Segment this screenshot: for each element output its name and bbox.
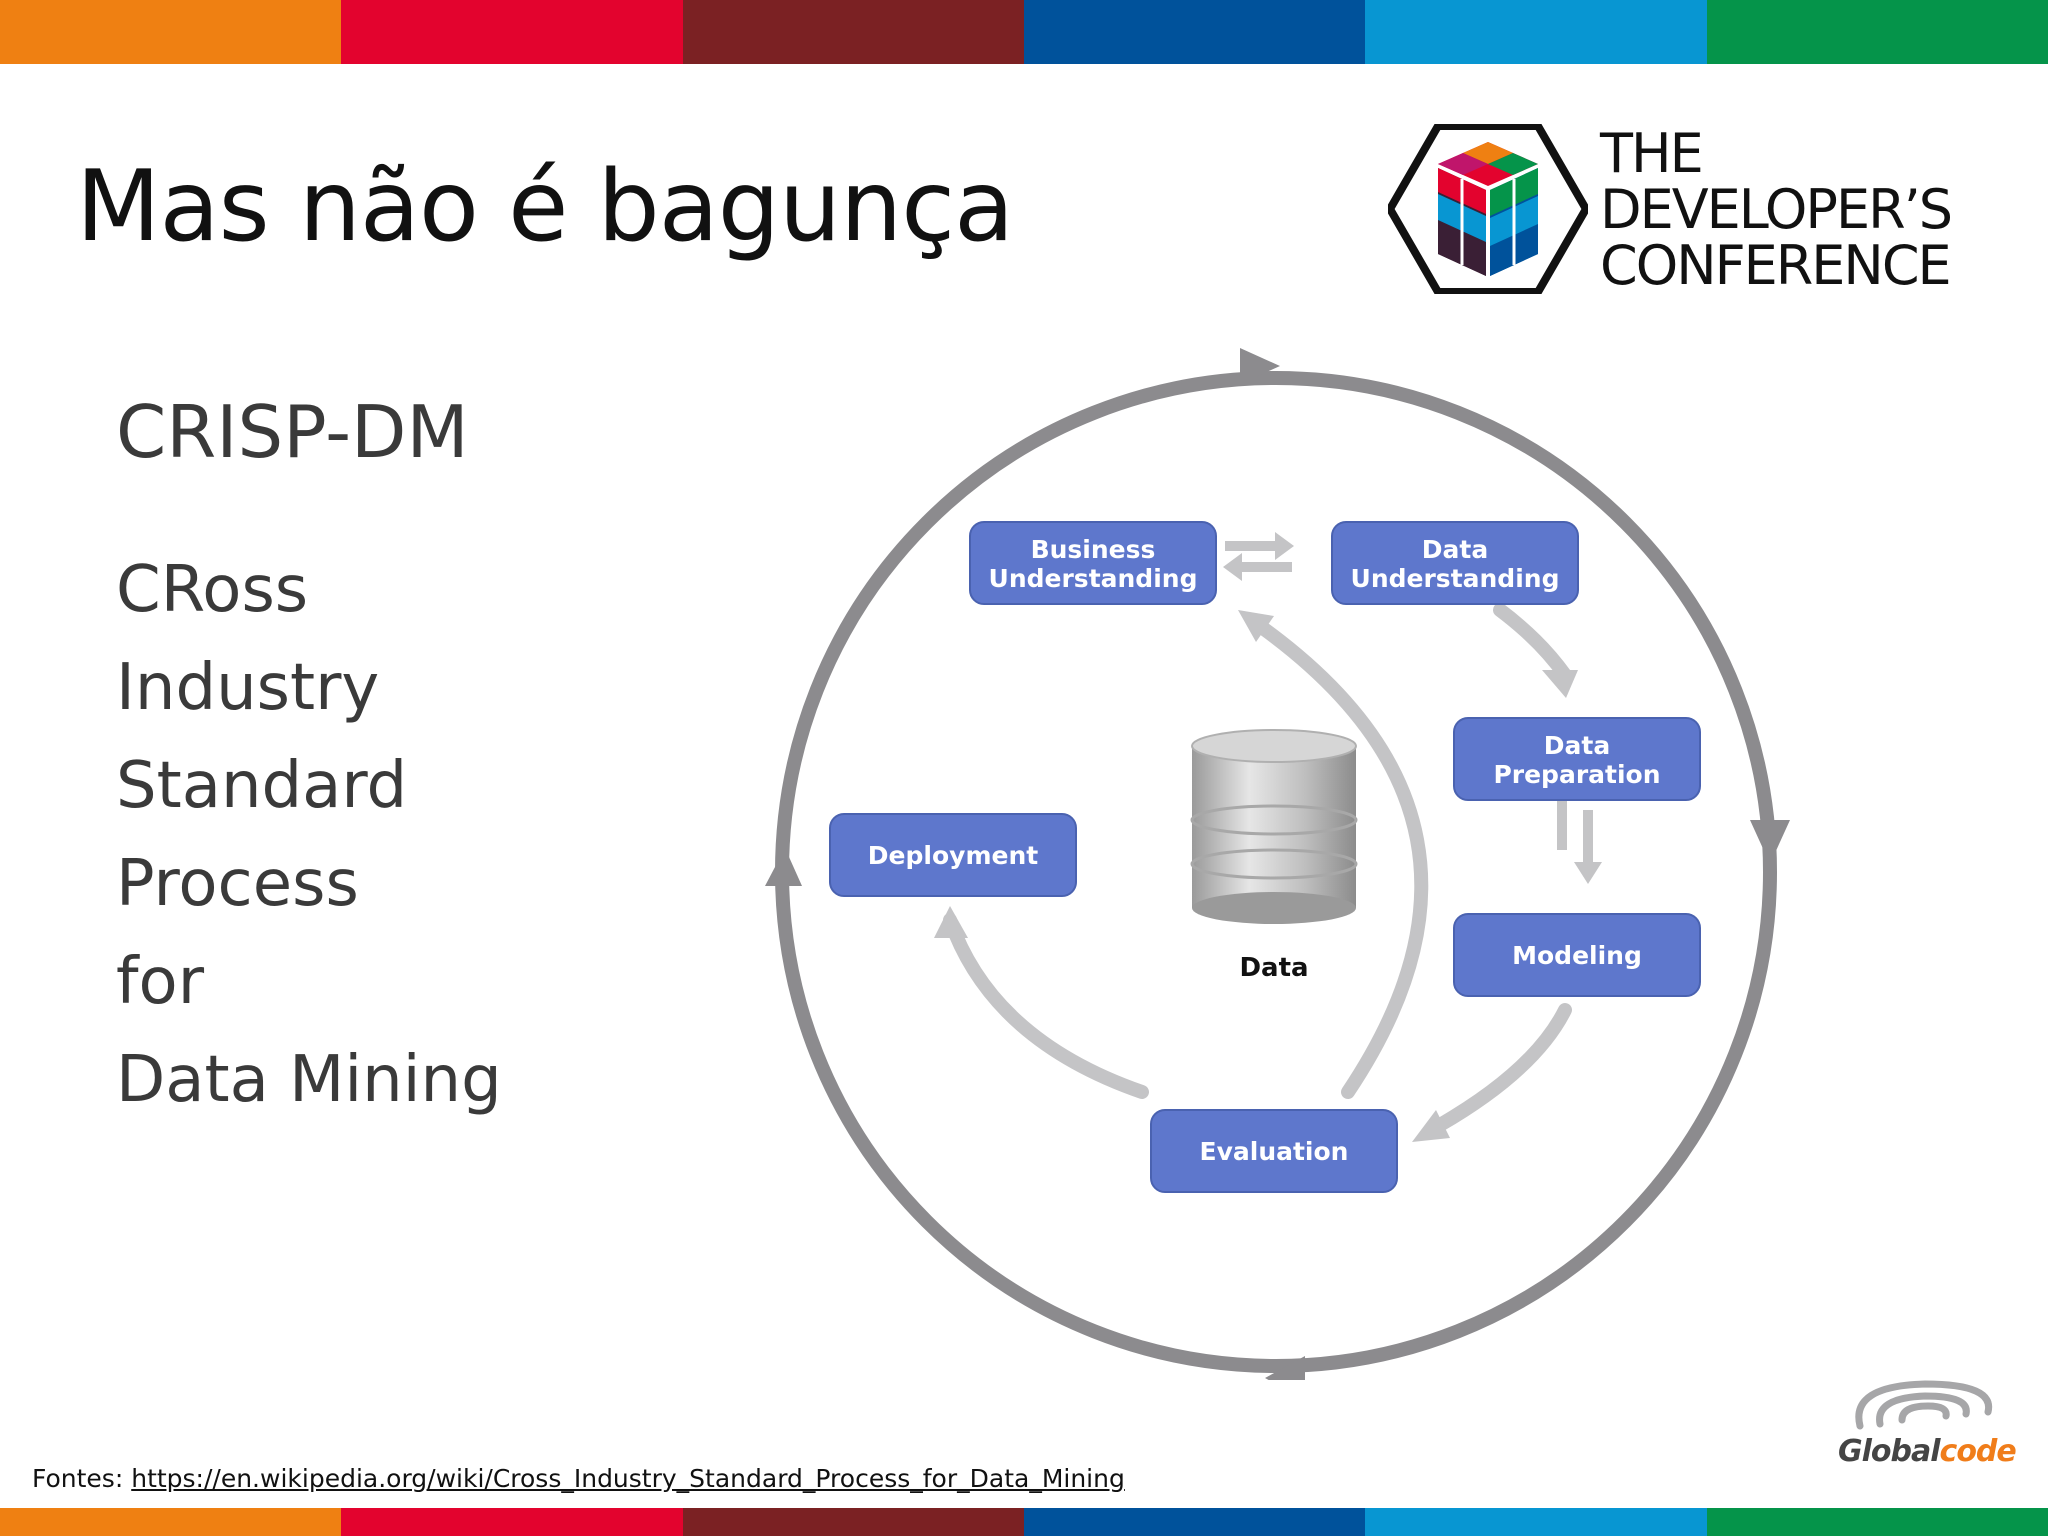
phase-label: Business bbox=[1031, 535, 1156, 564]
slide-title: Mas não é bagunça bbox=[76, 150, 1014, 264]
stripe-segment bbox=[1706, 0, 2048, 64]
logo-line: THE bbox=[1600, 122, 1704, 185]
phase-label: Data bbox=[1544, 731, 1610, 760]
stripe-segment bbox=[341, 0, 683, 64]
stripe-segment bbox=[1365, 1508, 1707, 1536]
phase-label: Data bbox=[1422, 535, 1488, 564]
phase-data-understanding: Data Understanding bbox=[1331, 521, 1579, 605]
stripe-segment bbox=[1023, 0, 1366, 64]
logo-line: CONFERENCE bbox=[1600, 234, 1952, 297]
bottom-color-stripe bbox=[0, 1508, 2048, 1536]
stripe-segment bbox=[682, 1508, 1024, 1536]
globalcode-word-b: code bbox=[1939, 1434, 2017, 1469]
logo-line: DEVELOPER’S bbox=[1600, 178, 1953, 241]
crisp-dm-diagram: Data Business Understanding Data Underst… bbox=[765, 348, 1790, 1380]
arrow-evaluation-to-business bbox=[1253, 619, 1429, 1099]
phase-data-preparation: Data Preparation bbox=[1453, 717, 1701, 801]
cycle-arrowhead-left bbox=[765, 848, 802, 886]
globalcode-logo: Globalcode bbox=[1830, 1376, 2020, 1480]
stripe-segment bbox=[0, 1508, 342, 1536]
cycle-arrowhead-right bbox=[1750, 820, 1790, 864]
phase-business-understanding: Business Understanding bbox=[969, 521, 1217, 605]
cube-hexagon-logo-icon bbox=[1385, 122, 1591, 296]
stripe-segment bbox=[0, 0, 342, 64]
phase-deployment: Deployment bbox=[829, 813, 1077, 897]
phase-label: Understanding bbox=[989, 564, 1198, 593]
phase-evaluation: Evaluation bbox=[1150, 1109, 1398, 1193]
stripe-segment bbox=[1023, 1508, 1366, 1536]
phase-label: Understanding bbox=[1351, 564, 1560, 593]
source-prefix: Fontes: bbox=[32, 1464, 132, 1493]
stripe-segment bbox=[682, 0, 1024, 64]
top-color-stripe bbox=[0, 0, 2048, 64]
data-label: Data bbox=[1239, 953, 1308, 983]
source-link[interactable]: https://en.wikipedia.org/wiki/Cross_Indu… bbox=[131, 1464, 1125, 1493]
phase-modeling: Modeling bbox=[1453, 913, 1701, 997]
globalcode-word-a: Global bbox=[1838, 1434, 1941, 1469]
expansion-word: Data Mining bbox=[116, 1043, 502, 1117]
stripe-segment bbox=[341, 1508, 683, 1536]
conference-logo: THE DEVELOPER’S CONFERENCE bbox=[1385, 122, 1988, 297]
conference-logo-text: THE DEVELOPER’S CONFERENCE bbox=[1600, 122, 1953, 297]
database-cylinder-icon bbox=[1190, 729, 1358, 924]
phase-label: Deployment bbox=[868, 841, 1038, 870]
phase-label: Modeling bbox=[1512, 941, 1642, 970]
stripe-segment bbox=[1706, 1508, 2048, 1536]
source-footer: Fontes: https://en.wikipedia.org/wiki/Cr… bbox=[32, 1464, 1125, 1493]
cycle-arrowhead-bottom bbox=[1265, 1356, 1305, 1380]
arrow-evaluation-to-deployment bbox=[943, 913, 1149, 1099]
swirl-logo-icon bbox=[1855, 1380, 1993, 1430]
crisp-dm-heading: CRISP-DM bbox=[116, 390, 469, 474]
arrow-du-to-dp bbox=[1493, 603, 1572, 682]
acronym-expansion: CRoss Industry Standard Process for Data… bbox=[116, 548, 502, 1136]
arrow-modeling-to-evaluation bbox=[1433, 1003, 1572, 1132]
phase-label: Evaluation bbox=[1200, 1137, 1349, 1166]
expansion-word: Industry bbox=[116, 651, 380, 725]
phase-label: Preparation bbox=[1493, 760, 1660, 789]
expansion-word: CRoss bbox=[116, 553, 309, 627]
globalcode-wordmark: Globalcode bbox=[1838, 1434, 2017, 1469]
cycle-arrowhead-top bbox=[1240, 348, 1280, 384]
expansion-word: Standard bbox=[116, 749, 408, 823]
stripe-segment bbox=[1365, 0, 1707, 64]
expansion-word: for bbox=[116, 945, 204, 1019]
expansion-word: Process bbox=[116, 847, 359, 921]
